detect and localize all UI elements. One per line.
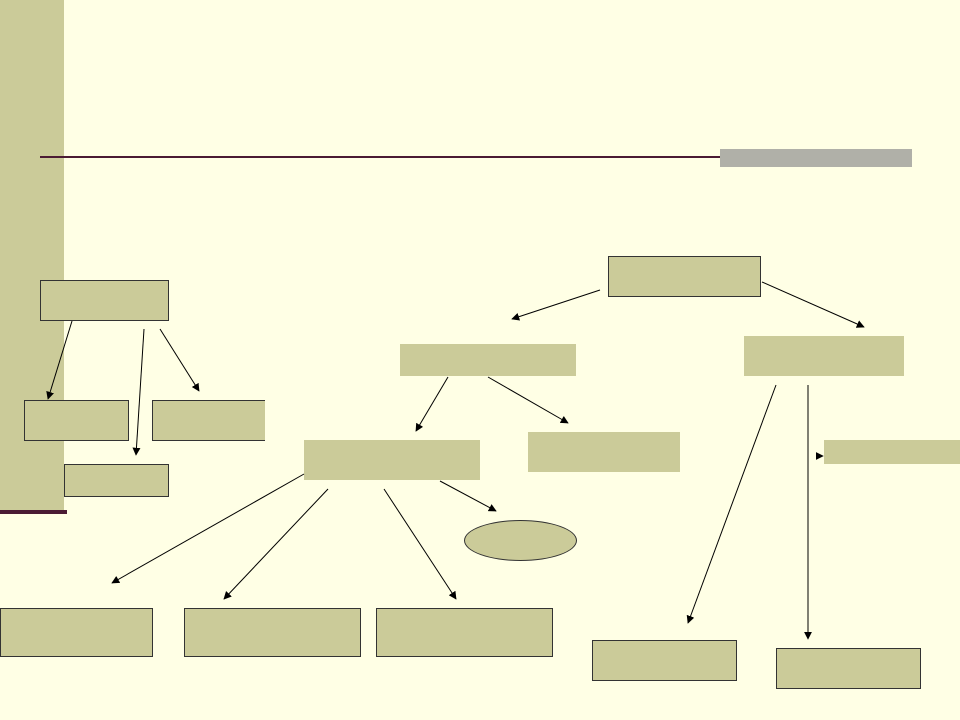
left-child-b-box — [152, 400, 265, 441]
mid-child-b-box — [528, 432, 680, 472]
bottom-c-box — [376, 608, 553, 657]
arrow-left-root-to-a — [46, 320, 73, 400]
right-bottom-a-box — [592, 640, 737, 681]
left-child-c-box — [64, 464, 169, 497]
mid-child-a-box — [304, 440, 480, 480]
arrow-left-root-to-b — [159, 328, 200, 392]
title-rule — [40, 156, 912, 158]
bottom-b-box — [184, 608, 361, 657]
arrow-mid-to-child-b — [487, 376, 569, 424]
arrow-child-a-to-bottom-b — [223, 488, 329, 600]
right-side-box — [824, 440, 960, 464]
arrow-child-a-to-bottom-a — [111, 473, 305, 584]
title-accent-bar — [720, 149, 912, 167]
arrow-top-root-to-mid — [511, 289, 601, 321]
arrow-mid-to-child-a — [415, 376, 449, 432]
right-bottom-b-box — [776, 648, 921, 689]
arrow-left-root-to-c — [132, 328, 145, 456]
arrow-top-root-to-right — [761, 281, 865, 328]
sidebar-underline — [0, 510, 67, 514]
left-root-box — [40, 280, 169, 321]
arrow-child-a-to-bottom-c — [383, 488, 457, 600]
left-child-a-box — [24, 400, 129, 441]
top-root-box — [608, 256, 761, 297]
arrow-right-to-bottom-a — [686, 384, 777, 624]
arrow-child-a-to-ellipse — [439, 480, 497, 512]
ellipse-node — [464, 520, 577, 561]
bottom-a-box — [0, 608, 153, 657]
mid-node-box — [400, 344, 576, 376]
right-node-box — [744, 336, 904, 376]
